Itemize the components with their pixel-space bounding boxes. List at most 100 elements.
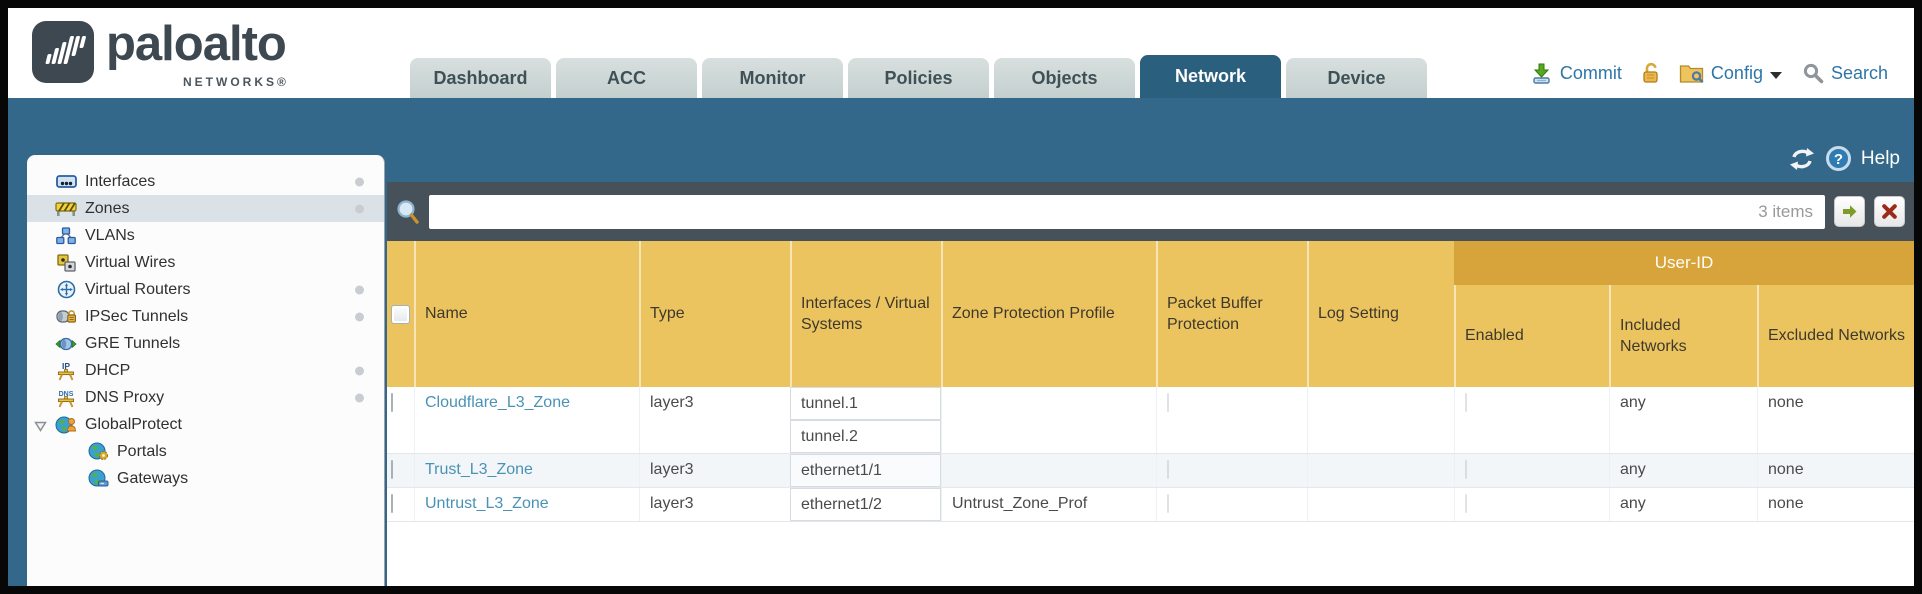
column-header-type[interactable]: Type [639,241,790,387]
top-header: paloalto NETWORKS® Dashboard ACC Monitor… [8,8,1914,98]
excluded-networks-cell: none [1757,488,1914,521]
sidebar-item-ipsec-tunnels[interactable]: IPSec Tunnels [27,303,384,330]
apply-filter-button[interactable] [1834,196,1865,227]
enabled-checkbox[interactable] [1465,460,1467,479]
tab-device[interactable]: Device [1286,58,1427,98]
sidebar-item-label: DNS Proxy [85,388,165,406]
global-search-button[interactable]: Search [1830,63,1888,83]
expander-triangle-icon[interactable] [34,419,47,437]
select-all-checkbox[interactable] [391,304,410,324]
user-id-group-header: User-ID [1454,241,1914,285]
excluded-networks-cell: none [1757,454,1914,487]
ipsec-tunnels-icon [55,307,77,327]
sidebar-item-dns-proxy[interactable]: DNS DNS Proxy [27,384,384,411]
sidebar-item-interfaces[interactable]: Interfaces [27,168,384,195]
lock-icon[interactable] [1641,62,1660,85]
column-header-zone-protection[interactable]: Zone Protection Profile [941,241,1156,387]
zone-name-cell: Untrust_L3_Zone [414,488,639,521]
sidebar-item-label: GRE Tunnels [85,334,181,352]
packet-buffer-cell [1156,387,1307,453]
excluded-networks-cell: none [1757,387,1914,453]
commit-button[interactable]: Commit [1559,63,1622,83]
commit-icon [1530,62,1553,85]
brand-wordmark: paloalto [106,17,287,71]
zone-type-cell: layer3 [639,387,790,453]
zone-protection-cell [941,454,1156,487]
packet-buffer-checkbox[interactable] [1167,494,1169,513]
packet-buffer-cell [1156,488,1307,521]
row-checkbox[interactable] [391,393,393,412]
dns-proxy-icon: DNS [55,388,77,408]
zone-type-cell: layer3 [639,488,790,521]
tab-dashboard[interactable]: Dashboard [410,58,551,98]
column-header-packet-buffer[interactable]: Packet Buffer Protection [1156,241,1307,387]
zone-interfaces-cell: ethernet1/2 [790,488,941,521]
refresh-icon[interactable] [1788,147,1816,171]
header-actions: Commit Config [1530,62,1888,85]
sidebar-item-label: VLANs [85,226,135,244]
included-networks-cell: any [1609,488,1757,521]
sidebar-item-virtual-routers[interactable]: Virtual Routers [27,276,384,303]
column-header-excluded-networks[interactable]: Excluded Networks [1757,285,1914,387]
help-label[interactable]: Help [1860,147,1900,169]
zone-name-cell: Trust_L3_Zone [414,454,639,487]
help-icon[interactable]: ? [1825,145,1852,172]
sidebar-item-globalprotect[interactable]: GlobalProtect [27,411,384,438]
config-icon [1679,63,1704,84]
svg-text:?: ? [1834,151,1843,168]
column-header-log-setting[interactable]: Log Setting [1307,241,1454,387]
packet-buffer-checkbox[interactable] [1167,460,1169,479]
tab-objects[interactable]: Objects [994,58,1135,98]
sidebar-item-zones[interactable]: Zones [27,195,384,222]
svg-text:IP: IP [62,361,70,371]
sidebar-item-virtual-wires[interactable]: Virtual Wires [27,249,384,276]
zone-name-link[interactable]: Trust_L3_Zone [425,461,533,478]
packet-buffer-checkbox[interactable] [1167,393,1169,412]
zones-icon [55,199,77,219]
filter-input[interactable] [429,194,1825,229]
column-header-name[interactable]: Name [414,241,639,387]
table-row: Cloudflare_L3_Zone layer3 tunnel.1 tunne… [387,387,1914,454]
packet-buffer-cell [1156,454,1307,487]
tab-acc[interactable]: ACC [556,58,697,98]
clear-filter-button[interactable] [1874,196,1905,227]
config-caret-icon[interactable] [1769,71,1782,79]
sidebar-dot [355,312,364,321]
globalprotect-icon [55,415,77,435]
sidebar-dot [355,204,364,213]
sidebar-item-portals[interactable]: Portals [27,438,384,465]
row-checkbox[interactable] [391,494,393,513]
enabled-checkbox[interactable] [1465,494,1467,513]
portals-icon [87,442,109,462]
config-menu-button[interactable]: Config [1710,63,1763,83]
enabled-cell [1454,387,1609,453]
sidebar-item-label: GlobalProtect [85,415,182,433]
column-header-interfaces[interactable]: Interfaces / Virtual Systems [790,241,941,387]
sidebar-item-vlans[interactable]: VLANs [27,222,384,249]
column-header-enabled[interactable]: Enabled [1454,285,1609,387]
sidebar-item-dhcp[interactable]: IP DHCP [27,357,384,384]
tab-monitor[interactable]: Monitor [702,58,843,98]
sidebar-item-gre-tunnels[interactable]: GRE Tunnels [27,330,384,357]
zone-name-link[interactable]: Cloudflare_L3_Zone [425,394,570,411]
sidebar-item-label: Portals [117,442,167,460]
sidebar-dot [355,393,364,402]
enabled-checkbox[interactable] [1465,393,1467,412]
tab-network[interactable]: Network [1140,55,1281,98]
tab-policies[interactable]: Policies [848,58,989,98]
sidebar-dot [355,366,364,375]
zone-interfaces-cell: ethernet1/1 [790,454,941,487]
brand-networks-label: NETWORKS® [183,75,289,89]
column-header-included-networks[interactable]: Included Networks [1609,285,1757,387]
network-sidebar: Interfaces Zones [27,155,385,586]
sidebar-item-label: DHCP [85,361,131,379]
zone-name-link[interactable]: Untrust_L3_Zone [425,495,549,512]
row-checkbox[interactable] [391,460,393,479]
sidebar-dot [355,177,364,186]
log-setting-cell [1307,454,1454,487]
sidebar-item-gateways[interactable]: Gateways [27,465,384,492]
interface-item: ethernet1/1 [790,454,941,487]
sidebar-item-label: Zones [85,199,130,217]
table-row: Untrust_L3_Zone layer3 ethernet1/2 Untru… [387,488,1914,522]
